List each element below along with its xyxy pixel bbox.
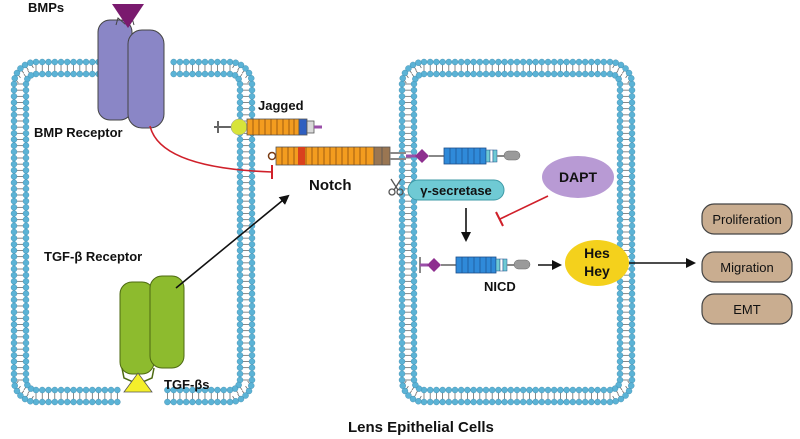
bmps-label: BMPs — [28, 0, 64, 15]
gamma-secretase-label: γ-secretase — [420, 183, 492, 198]
hes-label: Hes — [584, 245, 610, 261]
gamma-secretase-box — [407, 179, 505, 201]
dapt-label: DAPT — [559, 169, 598, 185]
nicd-label: NICD — [484, 279, 516, 294]
outcome-migration-box — [701, 251, 793, 283]
tgf-activation-arrow — [175, 194, 290, 289]
outcome-migration-label: Migration — [720, 260, 773, 275]
tgf-ligand-triangle — [123, 372, 153, 393]
outcome-emt-label: EMT — [733, 302, 761, 317]
tgf-receptor — [119, 275, 185, 385]
bmp-receptor — [97, 17, 165, 129]
hey-label: Hey — [584, 263, 610, 279]
notch-receptor — [267, 146, 521, 166]
bmp-inhibition-line — [149, 125, 273, 173]
scissors-icon — [388, 178, 404, 196]
outcome-proliferation-box — [701, 203, 793, 235]
right-cell-membrane — [398, 58, 636, 406]
dapt-ellipse — [542, 156, 614, 198]
hes-hey-ellipse — [565, 240, 629, 286]
bmp-receptor-label: BMP Receptor — [34, 125, 123, 140]
caption: Lens Epithelial Cells — [348, 419, 494, 436]
outcome-proliferation-label: Proliferation — [712, 212, 781, 227]
notch-label: Notch — [309, 177, 352, 194]
outcome-emt-box — [701, 293, 793, 325]
bmp-ligand-triangle — [112, 4, 144, 28]
dapt-inhibition-line — [499, 195, 549, 220]
dapt-inhibition-bar — [495, 211, 504, 227]
jagged-ligand — [214, 118, 322, 136]
tgf-ligand-label: TGF-βs — [164, 377, 210, 392]
nicd-fragment — [419, 256, 531, 274]
left-cell-membrane — [10, 58, 256, 406]
jagged-label: Jagged — [258, 98, 304, 113]
membranes — [10, 58, 636, 406]
tgf-receptor-label: TGF-β Receptor — [44, 249, 142, 264]
